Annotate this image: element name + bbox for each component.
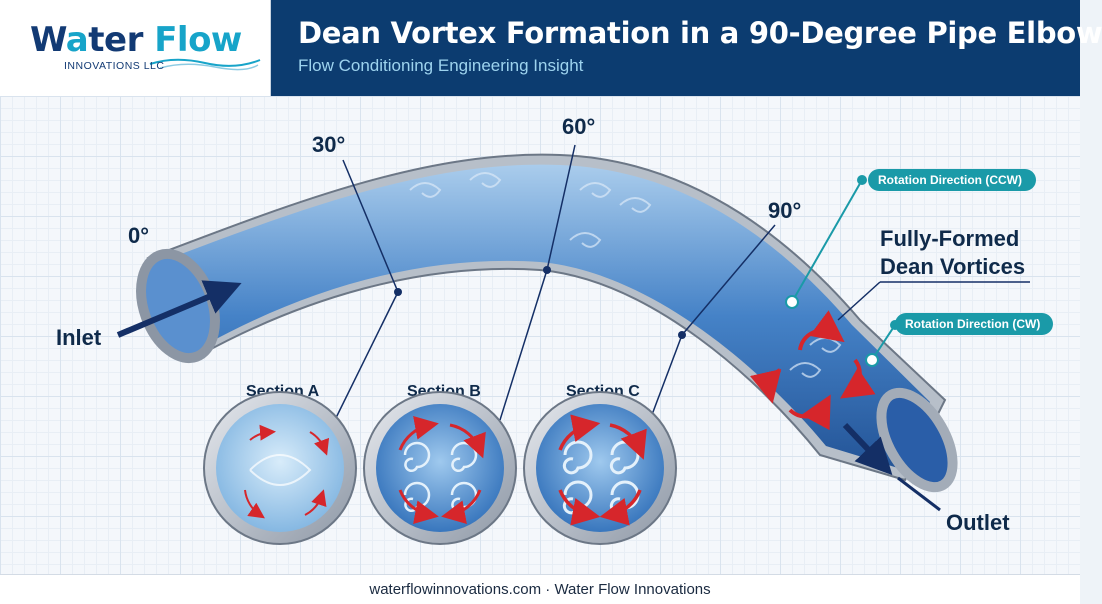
ccw-marker: [785, 295, 799, 309]
ccw-callout-text: Rotation Direction (CCW): [878, 173, 1022, 187]
pipe-diagram: 0° 30° 60° 90° Inlet Outlet Fully-Formed…: [56, 114, 1053, 545]
footer: waterflowinnovations.com · Water Flow In…: [0, 574, 1080, 604]
angle-label-90: 90°: [768, 198, 801, 223]
inlet-flow-arrow: [116, 280, 242, 338]
section-c: Section C: [523, 383, 677, 545]
cw-callout-text: Rotation Direction (CW): [905, 317, 1040, 331]
angle-leader-lines: [329, 144, 776, 431]
marker-30: [394, 288, 402, 296]
vortex-rotation-arrows: [749, 310, 876, 431]
logo-wordmark: Water Flow: [30, 20, 242, 60]
cw-marker: [865, 353, 879, 367]
ccw-callout: [868, 169, 1036, 191]
vortices-title-line1: Fully-Formed: [880, 226, 1019, 251]
pipe-interior: [160, 164, 930, 468]
water-drop-icon: a: [65, 20, 89, 60]
header-bar: Water Flow INNOVATIONS LLC Dean Vortex F…: [0, 0, 1102, 96]
cw-callout: [895, 313, 1053, 335]
outlet-flow-arrow: [842, 422, 893, 476]
angle-label-30: 30°: [312, 132, 345, 157]
inlet-label: Inlet: [56, 325, 102, 350]
section-b: Section B: [363, 383, 517, 545]
outlet-opening: [876, 387, 958, 493]
marker-60: [543, 266, 551, 274]
angle-label-0: 0°: [128, 223, 149, 248]
page-title: Dean Vortex Formation in a 90-Degree Pip…: [298, 16, 1102, 50]
page-subtitle: Flow Conditioning Engineering Insight: [298, 56, 584, 75]
swirl-patterns: [409, 172, 842, 378]
logo-subtitle: INNOVATIONS LLC: [64, 60, 165, 72]
angle-label-60: 60°: [562, 114, 595, 139]
ccw-dot: [857, 175, 867, 185]
marker-90: [678, 331, 686, 339]
ccw-leader: [791, 179, 863, 303]
outlet-leader: [897, 476, 941, 512]
outlet-label: Outlet: [946, 510, 1010, 535]
vortices-title-line2: Dean Vortices: [880, 254, 1025, 279]
wave-icon: [149, 58, 261, 71]
vortices-pointer: [837, 281, 881, 321]
company-logo: Water Flow INNOVATIONS LLC: [0, 0, 271, 96]
section-a: Section A: [203, 383, 357, 545]
